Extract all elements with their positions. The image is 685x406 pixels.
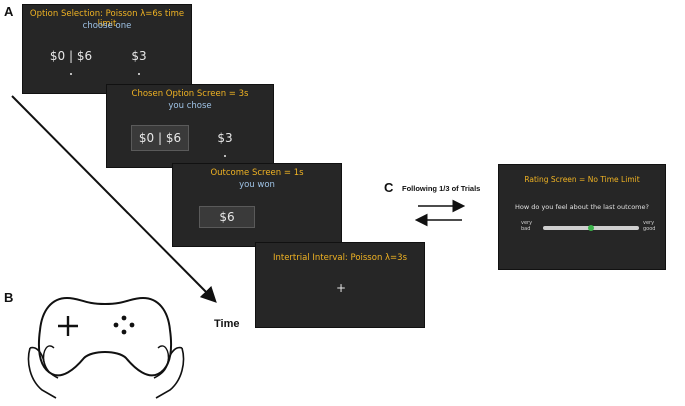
low-anchor-line-2: bad (521, 225, 531, 232)
panel-label-b: B (4, 290, 14, 305)
chosen-option-highlight (131, 125, 189, 151)
hands-icon (27, 345, 185, 399)
intertrial-interval-screen: Intertrial Interval: Poisson λ=3s + (255, 242, 425, 328)
low-anchor-line-1: very (521, 220, 533, 226)
low-anchor-label: very bad (521, 220, 533, 232)
iti-screen-title: Intertrial Interval: Poisson λ=3s (272, 253, 408, 263)
panel-label-c: C (384, 180, 394, 195)
option-selection-screen: Option Selection: Poisson λ=6s time limi… (22, 4, 192, 94)
chosen-left-option: $0 | $6 (138, 131, 182, 145)
transition-label: Following 1/3 of Trials (402, 184, 481, 193)
rating-slider-knob[interactable] (588, 225, 594, 231)
left-option[interactable]: $0 | $6 (49, 49, 93, 63)
rating-screen-title: Rating Screen = No Time Limit (524, 175, 640, 184)
right-option[interactable]: $3 (131, 49, 147, 63)
chosen-right-option: $3 (217, 131, 233, 145)
option-screen-subtitle: choose one (82, 21, 132, 31)
high-anchor-label: very good (643, 220, 656, 232)
chosen-screen-subtitle: you chose (168, 101, 212, 111)
outcome-screen-subtitle: you won (239, 180, 275, 190)
time-axis-label: Time (214, 318, 240, 330)
right-key-marker (138, 73, 140, 75)
outcome-screen: Outcome Screen = 1s you won $6 (172, 163, 342, 247)
outcome-screen-title: Outcome Screen = 1s (210, 168, 304, 178)
gamepad-icon (37, 296, 173, 377)
option-screen-title: Option Selection: Poisson λ=6s time limi… (29, 9, 185, 29)
outcome-box (199, 206, 255, 228)
chosen-option-screen: Chosen Option Screen = 3s you chose $0 |… (106, 84, 274, 168)
chosen-screen-title: Chosen Option Screen = 3s (131, 89, 249, 99)
fixation-cross: + (336, 281, 347, 295)
chosen-right-marker (224, 155, 226, 157)
high-anchor-line-1: very (643, 220, 655, 226)
outcome-value: $6 (219, 210, 235, 224)
panel-label-a: A (4, 4, 14, 19)
rating-screen: Rating Screen = No Time Limit How do you… (498, 164, 666, 270)
high-anchor-line-2: good (643, 225, 656, 232)
rating-question: How do you feel about the last outcome? (515, 203, 649, 211)
left-key-marker (70, 73, 72, 75)
